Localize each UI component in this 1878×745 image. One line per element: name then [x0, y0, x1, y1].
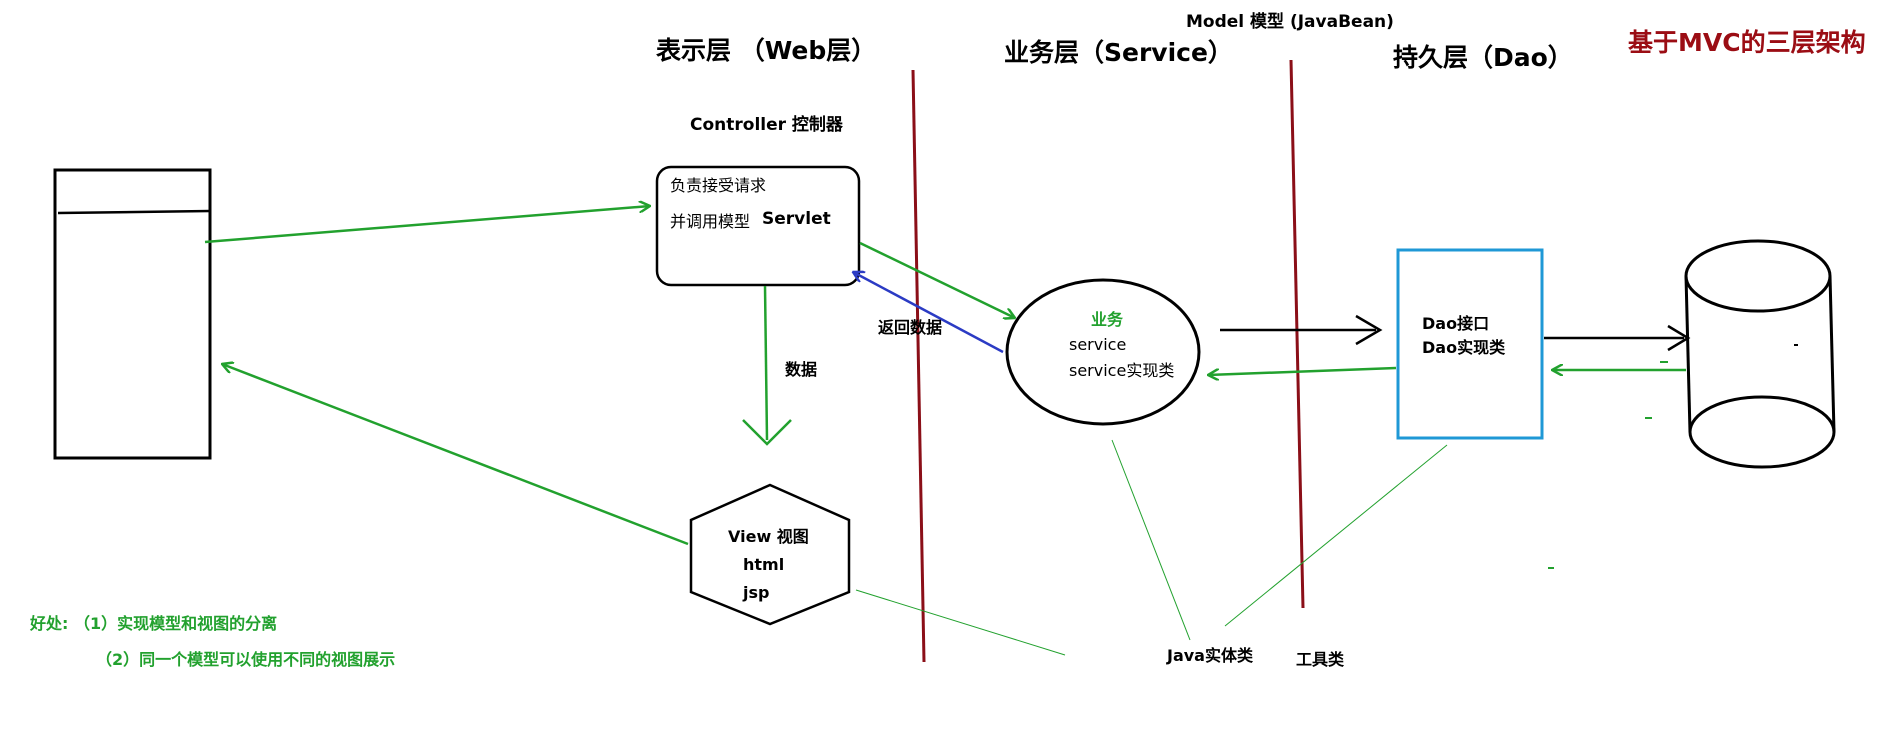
arrow-service-to-controller: [853, 272, 1004, 354]
client-window-titlebar: [57, 209, 211, 215]
line-dao-to-entity: [1224, 444, 1448, 627]
layer-web-title: 表示层 （Web层）: [656, 36, 877, 65]
divider-service-dao: [1289, 59, 1305, 609]
service-line2: service实现类: [1069, 361, 1175, 380]
edge-label-return-data: 返回数据: [878, 318, 943, 337]
line-service-to-entity: [1111, 439, 1191, 641]
benefit-line2: （2）同一个模型可以使用不同的视图展示: [96, 650, 396, 669]
service-line1: service: [1069, 335, 1127, 354]
service-title: 业务: [1091, 310, 1124, 329]
java-entity-label: Java实体类: [1167, 646, 1253, 665]
model-label: Model 模型 (JavaBean): [1186, 12, 1394, 32]
arrow-service-to-dao-head: [1355, 314, 1383, 346]
benefit-line1: 好处: （1）实现模型和视图的分离: [30, 614, 278, 633]
arrow-controller-to-service: [859, 241, 1015, 318]
dao-line2: Dao实现类: [1422, 338, 1506, 357]
arrow-controller-to-view-head: [742, 419, 792, 446]
view-line1: View 视图: [728, 527, 809, 546]
arrow-view-to-client: [222, 364, 689, 546]
dao-box: [1396, 248, 1544, 440]
tools-label: 工具类: [1296, 650, 1345, 669]
controller-servlet: Servlet: [762, 209, 831, 229]
edge-label-data: 数据: [785, 360, 818, 379]
view-line3: jsp: [743, 583, 770, 602]
view-hexagon: [689, 483, 851, 626]
client-window: [53, 168, 212, 460]
arrow-dao-to-database-head: [1667, 324, 1691, 352]
dao-line1: Dao接口: [1422, 314, 1490, 333]
controller-line1: 负责接受请求: [670, 176, 767, 195]
diagram-title: 基于MVC的三层架构: [1628, 28, 1866, 57]
arrow-controller-to-view: [763, 285, 769, 441]
arrow-client-to-controller: [204, 206, 650, 244]
layer-dao-title: 持久层（Dao）: [1393, 43, 1573, 72]
controller-line2: 并调用模型: [670, 212, 751, 231]
service-ellipse: [1005, 278, 1201, 426]
line-view-to-entity: [855, 589, 1066, 656]
arrow-dao-to-service: [1208, 366, 1397, 375]
divider-web-service: [911, 69, 926, 663]
controller-box: [655, 165, 861, 287]
database-cylinder: [1684, 239, 1836, 469]
view-line2: html: [743, 555, 785, 574]
layer-service-title: 业务层（Service）: [1004, 38, 1233, 67]
controller-caption: Controller 控制器: [690, 115, 843, 135]
